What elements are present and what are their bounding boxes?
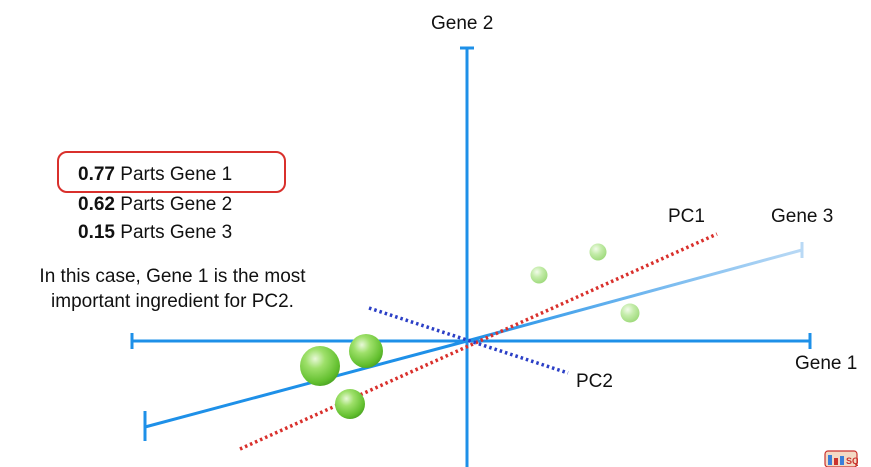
statquest-logo-icon: SQ xyxy=(824,450,858,467)
pc2-label: PC2 xyxy=(576,371,613,392)
loading-label: Parts Gene 3 xyxy=(120,222,233,243)
pc2-line xyxy=(368,306,569,375)
loading-value: 0.62 xyxy=(78,194,115,215)
gene3-axis xyxy=(143,242,804,441)
loading-value: 0.77 xyxy=(78,164,115,185)
loading-label: Parts Gene 2 xyxy=(120,194,233,215)
loading-value: 0.15 xyxy=(78,222,115,243)
data-point xyxy=(349,334,383,368)
gene3-axis-label: Gene 3 xyxy=(771,206,834,227)
loading-gene3: 0.15 Parts Gene 3 xyxy=(78,222,232,244)
gene2-axis xyxy=(460,46,474,467)
loading-label: Parts Gene 1 xyxy=(120,164,233,185)
pc1-label: PC1 xyxy=(668,206,705,227)
data-point xyxy=(335,389,365,419)
data-point xyxy=(300,346,340,386)
highlight-box xyxy=(57,151,286,193)
pc1-line xyxy=(239,232,718,451)
gene1-axis-label: Gene 1 xyxy=(795,353,858,374)
data-point xyxy=(589,243,607,261)
explanation-note: In this case, Gene 1 is the most importa… xyxy=(39,266,306,312)
data-point xyxy=(530,266,548,284)
loading-gene2: 0.62 Parts Gene 2 xyxy=(78,194,232,216)
data-point xyxy=(620,303,640,323)
logo-text: SQ xyxy=(846,456,858,466)
loading-gene1: 0.77 Parts Gene 1 xyxy=(78,164,232,186)
gene2-axis-label: Gene 2 xyxy=(431,13,494,34)
